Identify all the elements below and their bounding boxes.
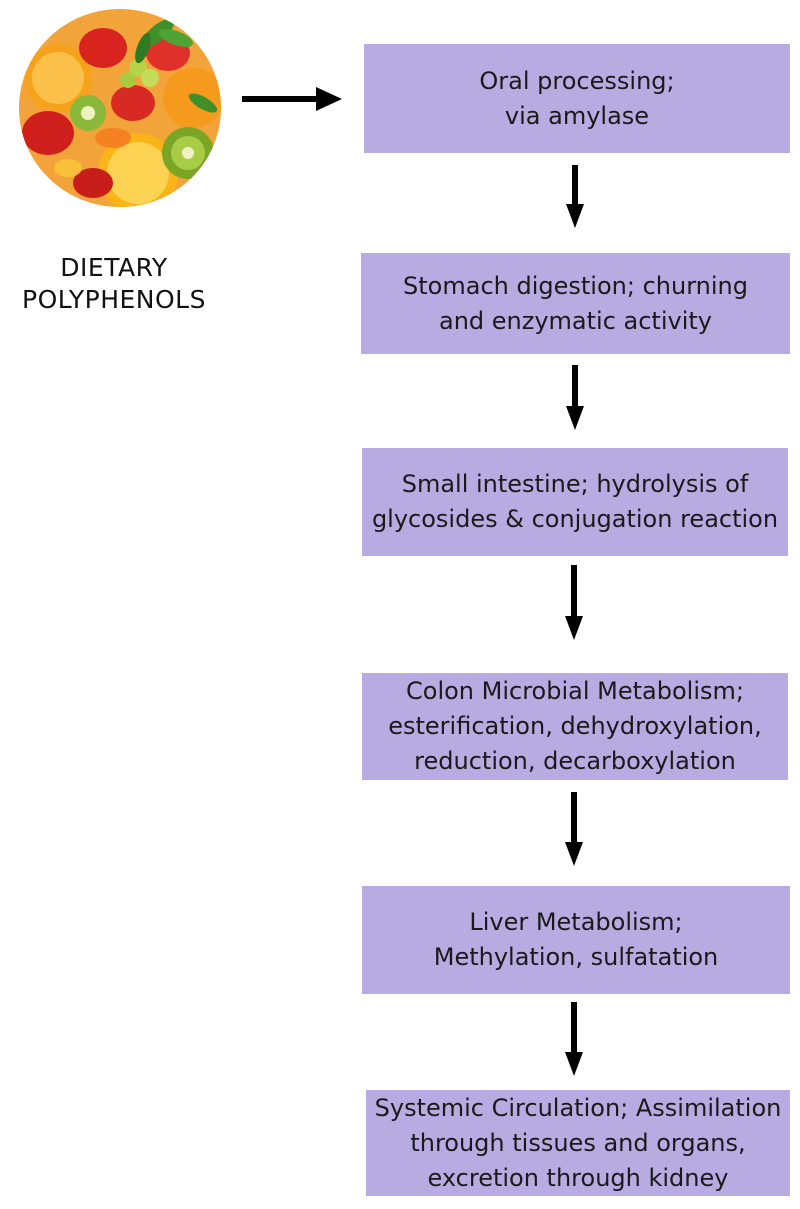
source-label: DIETARY POLYPHENOLS — [0, 252, 228, 316]
arrow-step-1-to-2 — [566, 165, 584, 228]
arrow-step-2-to-3 — [566, 365, 584, 430]
step-1-line-1: Oral processing; — [479, 66, 675, 95]
arrow-step-4-to-5 — [565, 792, 583, 866]
step-colon-microbial-metabolism: Colon Microbial Metabolism; esterificati… — [362, 673, 788, 780]
step-4-line-1: Colon Microbial Metabolism; — [406, 677, 744, 705]
step-2-line-1: Stomach digestion; churning — [403, 271, 748, 300]
step-6-line-1: Systemic Circulation; Assimilation — [374, 1093, 782, 1122]
step-6-line-2: through tissues and organs, — [410, 1128, 746, 1157]
step-5-line-1: Liver Metabolism; — [469, 908, 683, 936]
step-stomach-digestion: Stomach digestion; churning and enzymati… — [361, 253, 790, 354]
step-5-line-2: Methylation, sulfatation — [433, 943, 719, 971]
step-6-line-3: excretion through kidney — [427, 1163, 729, 1192]
source-label-line-1: DIETARY — [60, 253, 168, 282]
arrow-step-5-to-6 — [565, 1002, 583, 1076]
step-2-line-2: and enzymatic activity — [438, 306, 712, 335]
step-3-line-1: Small intestine; hydrolysis of — [401, 470, 749, 498]
arrow-source-to-oral — [242, 87, 342, 111]
step-4-line-3: reduction, decarboxylation — [414, 747, 736, 775]
step-small-intestine: Small intestine; hydrolysis of glycoside… — [362, 448, 788, 556]
step-oral-processing: Oral processing; via amylase — [364, 44, 790, 153]
source-label-line-2: POLYPHENOLS — [22, 285, 206, 314]
fruit-salad-image — [19, 9, 221, 207]
step-4-line-2: esterification, dehydroxylation, — [388, 712, 762, 740]
arrow-step-3-to-4 — [565, 565, 583, 640]
step-systemic-circulation: Systemic Circulation; Assimilation throu… — [366, 1090, 790, 1196]
step-liver-metabolism: Liver Metabolism; Methylation, sulfatati… — [362, 886, 790, 994]
step-1-line-2: via amylase — [504, 101, 650, 130]
step-3-line-2: glycosides & conjugation reaction — [371, 505, 779, 533]
